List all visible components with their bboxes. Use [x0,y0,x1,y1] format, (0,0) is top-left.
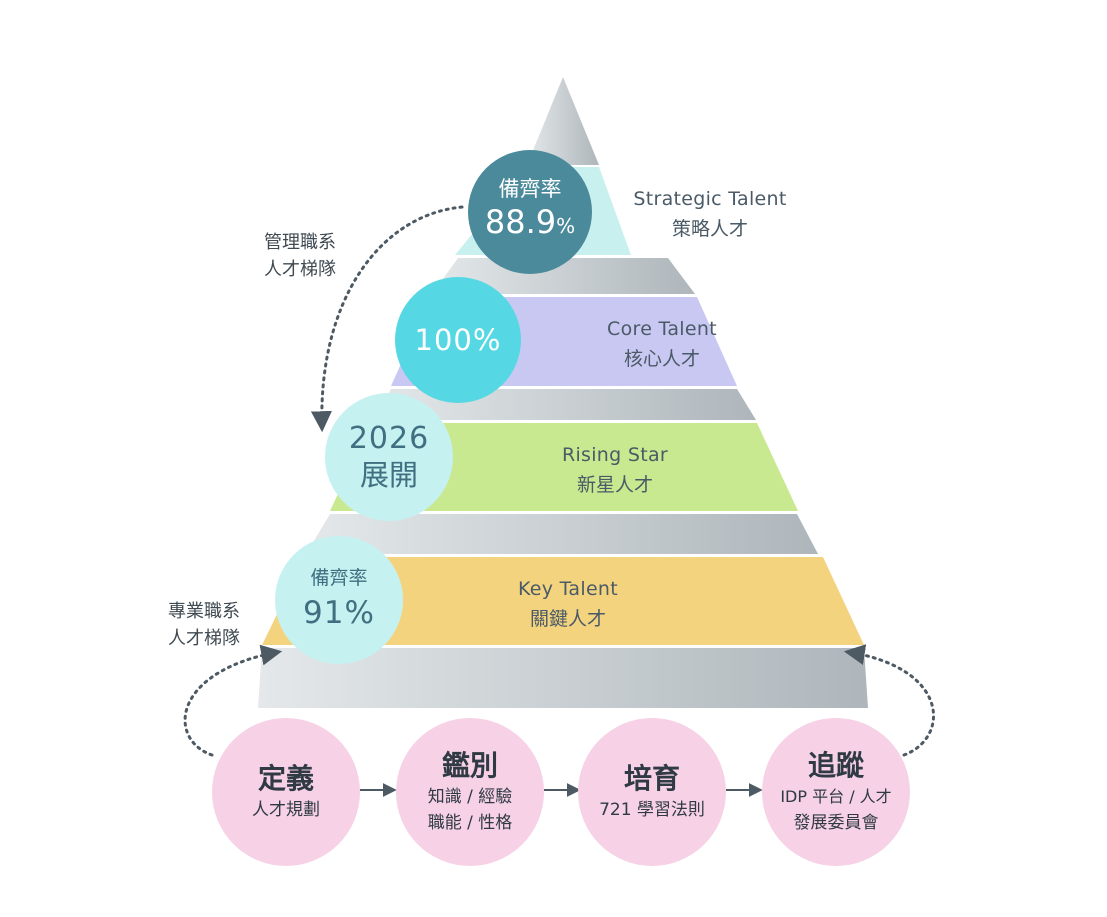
tier-key-zh: 關鍵人才 [529,608,606,630]
tier-key-label: Key Talent 關鍵人才 [478,578,658,631]
management-ladder-label: 管理職系 人才梯隊 [216,229,336,283]
step-develop: 培育 721 學習法則 [578,718,726,866]
key-readiness-value: 91% [303,595,375,631]
key-readiness-badge: 備齊率 91% [275,536,403,664]
strategic-readiness-label: 備齊率 [498,177,562,201]
professional-ladder-label: 專業職系 人才梯隊 [120,598,240,652]
rising-launch-year: 2026 [348,421,430,456]
step-define: 定義 人才規劃 [212,718,360,866]
strategic-readiness-value: 88.9 [484,203,557,241]
tier-rising-label: Rising Star 新星人才 [525,444,705,497]
step-identify-sub1: 知識 / 經驗 [427,787,513,807]
tier-rising-zh: 新星人才 [576,474,653,496]
step-track-sub1: IDP 平台 / 人才 [780,787,892,806]
core-readiness-badge: 100% [395,277,521,403]
tier-rising-en: Rising Star [561,444,669,466]
step-track-sub2: 發展委員會 [793,813,879,833]
strategic-readiness-unit: % [556,214,576,238]
management-ladder-arrow [310,205,464,433]
tier-core-zh: 核心人才 [623,348,700,370]
tier-strategic-en: Strategic Talent [633,188,787,210]
professional-ladder-line1: 專業職系 [168,601,240,622]
tier-core-label: Core Talent 核心人才 [572,318,752,371]
step-define-sub1: 人才規劃 [252,800,320,820]
pyramid-tip [527,77,599,165]
step-track: 追蹤 IDP 平台 / 人才 發展委員會 [762,718,910,866]
tier-core-en: Core Talent [607,318,717,340]
rising-launch-status: 展開 [359,458,418,492]
step-define-title: 定義 [257,762,314,795]
core-readiness-value: 100% [414,323,502,357]
tier-key-band [262,557,864,645]
key-readiness-label: 備齊率 [310,567,368,589]
professional-ladder-line2: 人才梯隊 [168,628,240,649]
tier-key-en: Key Talent [517,578,619,600]
pyramid-gap-3 [306,514,818,554]
step-develop-sub1: 721 學習法則 [599,800,705,820]
left-loop-arrow [183,644,283,757]
rising-launch-badge: 2026 展開 [325,393,453,521]
step-identify-title: 鑑別 [441,749,498,782]
management-ladder-line1: 管理職系 [264,232,336,253]
tier-strategic-zh: 策略人才 [671,218,748,240]
pyramid-base [258,648,868,708]
strategic-readiness-badge: 備齊率 88.9% [468,150,592,274]
strategic-readiness-value-wrap: 88.9% [485,202,575,248]
step-track-title: 追蹤 [807,749,864,782]
pyramid-gap-1 [432,258,695,294]
management-ladder-line2: 人才梯隊 [264,259,336,280]
step-develop-title: 培育 [623,762,680,795]
step-identify-sub2: 職能 / 性格 [427,813,513,833]
right-loop-arrow [843,644,936,757]
step-identify: 鑑別 知識 / 經驗 職能 / 性格 [396,718,544,866]
tier-strategic-label: Strategic Talent 策略人才 [620,188,800,241]
